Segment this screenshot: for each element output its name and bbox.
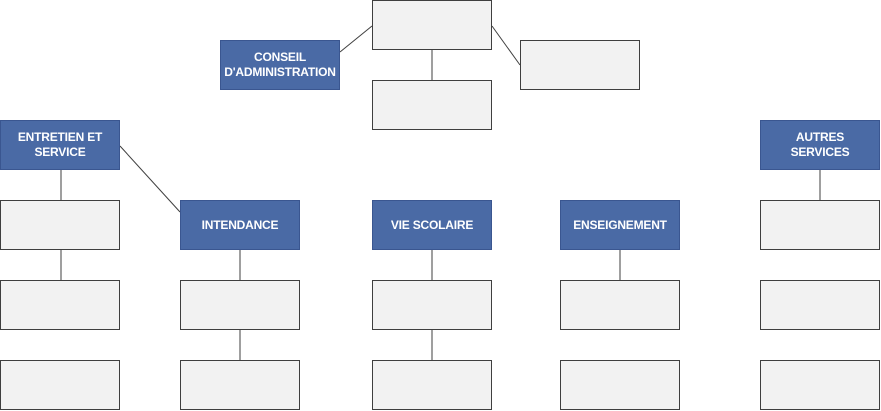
conseil-administration-label: CONSEIL D'ADMINISTRATION (224, 50, 336, 79)
enseignement-box-2 (560, 360, 680, 410)
autres-services-label: AUTRES SERVICES (790, 130, 850, 159)
intendance-label: INTENDANCE (201, 217, 279, 232)
enseignement-label: ENSEIGNEMENT (573, 217, 667, 232)
autres-services-box-3 (760, 360, 880, 410)
top-right-box (520, 40, 640, 90)
entretien-service-box: ENTRETIEN ET SERVICE (0, 120, 120, 170)
entretien-service-label: ENTRETIEN ET SERVICE (17, 130, 103, 159)
vie-scolaire-box-2 (372, 360, 492, 410)
autres-services-box: AUTRES SERVICES (760, 120, 880, 170)
enseignement-box: ENSEIGNEMENT (560, 200, 680, 250)
intendance-box-1 (180, 280, 300, 330)
connector-top-right (491, 25, 521, 66)
enseignement-box-1 (560, 280, 680, 330)
intendance-box-2 (180, 360, 300, 410)
autres-services-box-2 (760, 280, 880, 330)
autres-services-box-1 (760, 200, 880, 250)
top-second-box (372, 80, 492, 130)
intendance-box: INTENDANCE (180, 200, 300, 250)
vie-scolaire-box: VIE SCOLAIRE (372, 200, 492, 250)
entretien-box-3 (0, 360, 120, 410)
connector-entretien-intendance (119, 145, 181, 213)
conseil-administration-box: CONSEIL D'ADMINISTRATION (220, 40, 340, 90)
connector-conseil-top (339, 25, 373, 53)
entretien-box-2 (0, 280, 120, 330)
entretien-box-1 (0, 200, 120, 250)
vie-scolaire-label: VIE SCOLAIRE (390, 217, 474, 232)
top-box (372, 0, 492, 50)
vie-scolaire-box-1 (372, 280, 492, 330)
